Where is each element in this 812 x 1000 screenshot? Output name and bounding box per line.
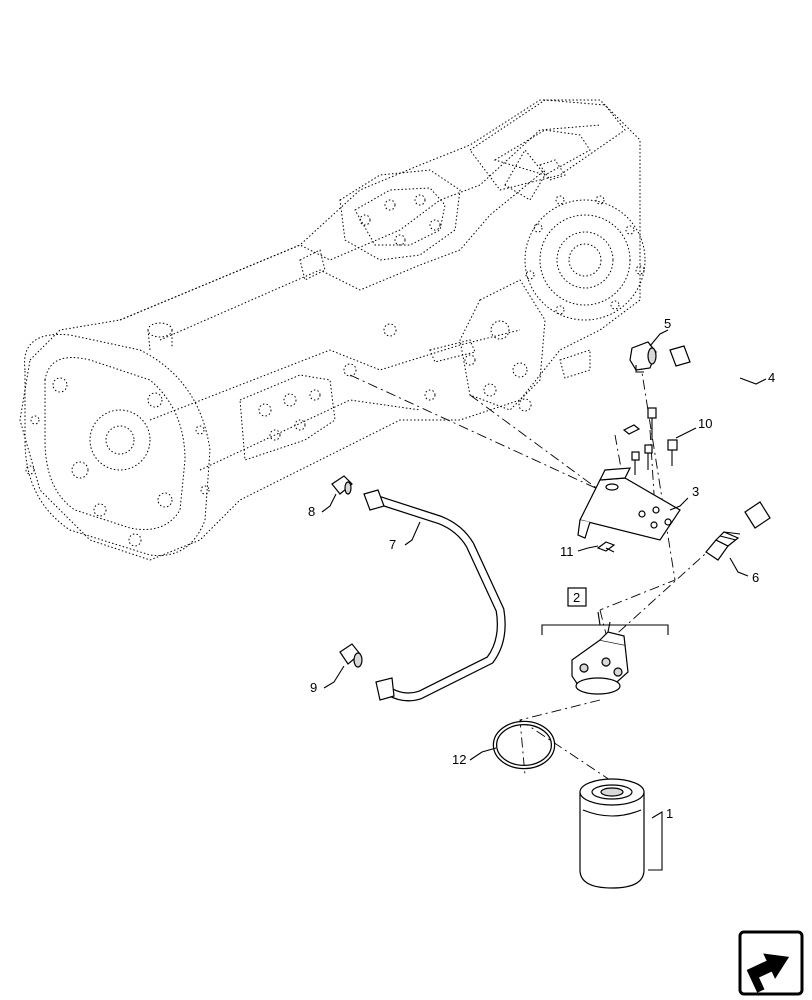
- part-8-fitting[interactable]: [331, 475, 353, 495]
- callout-7: 7: [389, 537, 396, 552]
- part-10-bolts[interactable]: [622, 407, 678, 475]
- callout-2: 2: [573, 590, 580, 605]
- part-3-bracket[interactable]: [577, 467, 681, 541]
- callout-9: 9: [310, 680, 317, 695]
- part-7-tube[interactable]: [363, 489, 506, 702]
- callout-leaders: [321, 329, 767, 871]
- part-12-o-ring[interactable]: [492, 720, 556, 770]
- callout-5: 5: [664, 316, 671, 331]
- callout-8: 8: [308, 504, 315, 519]
- part-9-fitting[interactable]: [339, 643, 363, 668]
- callout-11: 11: [560, 544, 574, 559]
- callout-10: 10: [698, 416, 712, 431]
- part-5-elbow-fitting[interactable]: [629, 341, 657, 373]
- callout-3: 3: [692, 484, 699, 499]
- assembly-centerlines: [349, 359, 716, 781]
- next-page-arrow-icon[interactable]: [738, 930, 804, 996]
- part-4-tube[interactable]: [669, 345, 782, 529]
- callout-4: 4: [768, 370, 775, 385]
- assembly-bracket-2: [541, 587, 669, 635]
- transmission-housing: [19, 99, 646, 561]
- callout-6: 6: [752, 570, 759, 585]
- part-6-adapter[interactable]: [705, 531, 741, 561]
- callout-labels: 1 2 3 4 5 6 7 8 9 10 11 12: [308, 316, 775, 821]
- part-11-bolt[interactable]: [596, 541, 616, 553]
- callout-12: 12: [452, 752, 466, 767]
- part-2-filter-head[interactable]: [571, 621, 629, 695]
- part-1-filter-cartridge[interactable]: [579, 778, 645, 889]
- callout-1: 1: [666, 806, 673, 821]
